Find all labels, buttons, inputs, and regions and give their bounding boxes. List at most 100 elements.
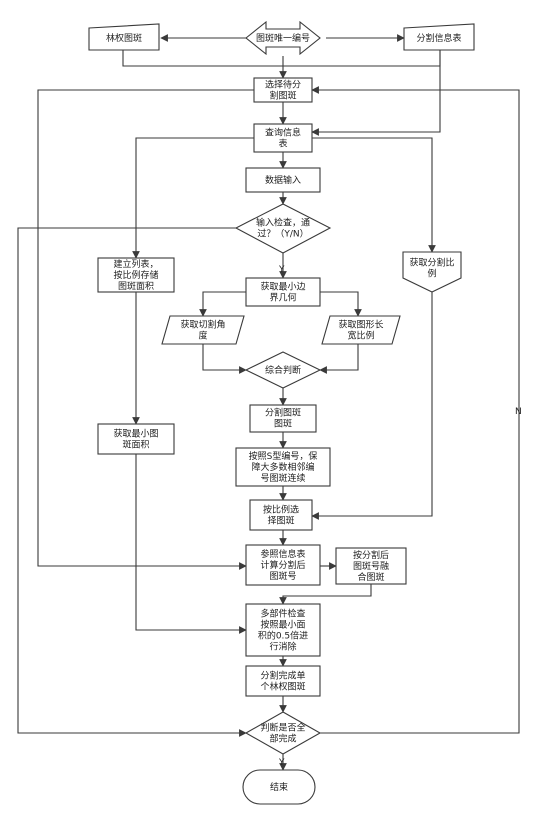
node-label-line: 输入检查，通 [256,217,310,229]
node-calc-split-id: 参照信息表计算分割后图斑号 [245,544,321,586]
svg-text:获取分割比例: 获取分割比例 [409,257,454,280]
node-label-line: 分割完成单 [260,670,305,682]
node-label-line: 数据输入 [265,174,301,186]
svg-text:选择待分割图斑: 选择待分割图斑 [265,79,301,102]
node-label-line: 获取分割比 [409,257,454,269]
node-label-line: 积的0.5倍进 [258,630,308,642]
node-label-line: 选择待分 [265,79,301,91]
edge-label-no: N [515,407,522,417]
node-judge-all-done: 判断是否全部完成 [244,711,322,755]
node-label-line: 图斑面积 [118,280,154,292]
node-label-line: 图斑号融 [353,560,389,572]
node-label-line: 按分割后 [353,549,389,561]
node-split-patch: 分割图斑图斑 [249,404,317,433]
svg-text:查询信息表: 查询信息表 [265,127,301,150]
node-label-line: 建立列表， [113,258,158,270]
node-label-line: 部完成 [269,733,296,745]
node-label-line: 度 [198,330,207,342]
node-label-line: 按比例选 [263,504,299,516]
node-get-cut-angle: 获取切割角度 [161,315,245,345]
node-end: 结束 [242,769,316,805]
edge-aspect-to-judge [319,344,359,374]
svg-text:获取最小边界几何: 获取最小边界几何 [260,282,305,304]
node-label-line: 获取最小图 [113,429,158,440]
svg-text:建立列表，按比例存储图斑面积: 建立列表，按比例存储图斑面积 [113,258,158,292]
edge-query-to-ratio [312,137,436,253]
node-merge-patches: 按分割后图斑号融合图斑 [335,547,407,585]
svg-text:分割图斑图斑: 分割图斑图斑 [265,407,301,430]
flow-edges [17,34,520,771]
node-label-line: 分割图斑 [265,407,301,419]
node-build-list: 建立列表，按比例存储图斑面积 [97,257,175,293]
node-label-line: 按照最小面 [260,619,305,631]
node-label-line: 斑面积 [122,439,149,451]
node-label-line: 过？（Y/N） [257,228,308,240]
node-label-line: 割图斑 [269,90,296,102]
edge-splittable-to-query [311,50,441,136]
edge-linquan-to-select [122,50,283,67]
node-split-info-table: 分割信息表 [403,23,475,51]
svg-text:按分割后图斑号融合图斑: 按分割后图斑号融合图斑 [353,549,389,583]
svg-text:获取图形长宽比例: 获取图形长宽比例 [338,319,383,342]
node-label-line: 图斑 [274,418,292,430]
edge-judgeall-no-loop [311,86,520,734]
node-input-check-diamond: 输入检查，通过？（Y/N） [234,203,332,254]
node-get-split-ratio: 获取分割比例 [402,251,462,293]
edge-angle-to-judge [202,344,247,374]
node-unique-id: 图斑唯一编号 [245,20,321,56]
svg-text:按比例选择图斑: 按比例选择图斑 [263,504,299,527]
node-label-line: 参照信息表 [260,548,305,560]
node-split-done-single: 分割完成单个林权图斑 [245,665,321,697]
edge-bbox-to-angle [199,291,246,317]
svg-text:参照信息表计算分割后图斑号: 参照信息表计算分割后图斑号 [260,548,305,582]
node-comprehensive-judge: 综合判断 [244,351,322,389]
edge-check-no-left [17,227,247,737]
node-select-pending-patch: 选择待分割图斑 [253,77,313,103]
node-label-line: 例 [427,268,436,280]
node-label-line: 表 [278,138,287,150]
svg-text:分割信息表: 分割信息表 [416,32,461,44]
node-label-line: 宽比例 [347,330,374,342]
node-label-line: 图斑号 [269,570,296,582]
svg-text:判断是否全部完成: 判断是否全部完成 [260,722,305,745]
node-label-line: 图斑唯一编号 [256,32,310,44]
edge-label-yes-1: Y [278,265,285,275]
svg-text:获取切割角度: 获取切割角度 [180,319,225,342]
node-label-line: 获取切割角 [180,319,225,331]
node-label-line: 行消除 [269,641,296,653]
svg-text:分割完成单个林权图斑: 分割完成单个林权图斑 [260,670,305,693]
svg-text:林权图斑: 林权图斑 [106,32,142,44]
edge-bbox-to-aspect [320,291,362,317]
node-label-line: 分割信息表 [416,32,461,44]
node-label-line: 查询信息 [265,127,301,139]
svg-text:综合判断: 综合判断 [265,364,301,376]
node-multipart-check: 多部件检查按照最小面积的0.5倍进行消除 [245,603,321,657]
svg-text:图斑唯一编号: 图斑唯一编号 [256,32,310,44]
node-label-line: 择图斑 [267,515,294,527]
svg-text:获取最小图斑面积: 获取最小图斑面积 [113,429,158,451]
node-query-info-table: 查询信息表 [253,123,313,153]
node-get-aspect-ratio: 获取图形长宽比例 [321,315,401,345]
svg-text:结束: 结束 [270,781,288,793]
svg-text:数据输入: 数据输入 [265,174,301,186]
edge-merge-to-multicheck [279,584,372,605]
node-data-input: 数据输入 [245,167,321,193]
node-label-line: 障大多数相邻编 [251,461,314,473]
node-forest-right-patch: 林权图斑 [88,23,160,51]
node-label-line: 号图斑连续 [260,472,305,484]
node-label-line: 合图斑 [357,571,384,583]
node-label-line: 按照S型编号，保 [249,450,318,462]
node-label-line: 林权图斑 [106,32,142,44]
node-label-line: 获取图形长 [338,319,383,331]
node-label-line: 结束 [270,781,288,793]
node-label-line: 综合判断 [265,364,301,376]
node-label-line: 界几何 [269,292,296,304]
node-label-line: 判断是否全 [260,722,305,734]
svg-text:输入检查，通过？（Y/N）: 输入检查，通过？（Y/N） [256,217,310,240]
edge-splittable-to-select [283,50,441,67]
node-label-line: 计算分割后 [260,559,305,571]
svg-text:按照S型编号，保障大多数相邻编号图斑连续: 按照S型编号，保障大多数相邻编号图斑连续 [249,450,318,484]
node-label-line: 个林权图斑 [260,681,305,693]
node-s-numbering: 按照S型编号，保障大多数相邻编号图斑连续 [235,447,331,487]
